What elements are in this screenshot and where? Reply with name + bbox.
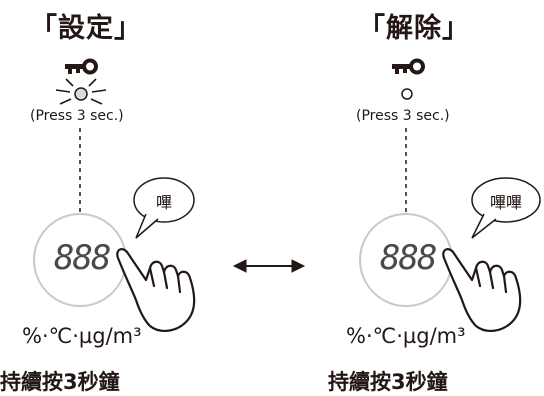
beep-text: 嗶 [155, 193, 172, 212]
unlock-panel: 「解除」 (Press 3 sec.) 888 嗶嗶 %·℃·µg/m³ 持續按… [316, 0, 544, 396]
speech-bubble [471, 177, 541, 239]
units-label: %·℃·µg/m³ [346, 324, 466, 348]
segment-display: 888 [380, 238, 437, 278]
indicator-light-icon [55, 78, 107, 105]
double-arrow-icon [232, 259, 306, 273]
unlock-title: 「解除」 [358, 13, 470, 44]
press-note: (Press 3 sec.) [30, 108, 124, 124]
press-note: (Press 3 sec.) [356, 108, 450, 124]
key-icon [65, 58, 98, 75]
units-label: %·℃·µg/m³ [22, 324, 142, 348]
indicator-light-icon [401, 88, 413, 100]
lock-title: 「設定」 [30, 13, 142, 44]
key-icon [392, 58, 425, 75]
speech-bubble [133, 177, 195, 239]
segment-display: 888 [54, 238, 111, 278]
hold-instruction: 持續按3秒鐘 [0, 370, 120, 394]
lock-panel: 「設定」 (Press 3 sec.) 888 嗶 %·℃·µg/m³ 持續按3… [0, 0, 240, 396]
pointing-hand-icon [442, 248, 522, 332]
hold-instruction: 持續按3秒鐘 [328, 370, 448, 394]
pointing-hand-icon [116, 248, 196, 332]
lock-panel-graphics [33, 58, 196, 332]
beep-beep-text: 嗶嗶 [489, 193, 522, 212]
unlock-panel-graphics [359, 58, 541, 332]
